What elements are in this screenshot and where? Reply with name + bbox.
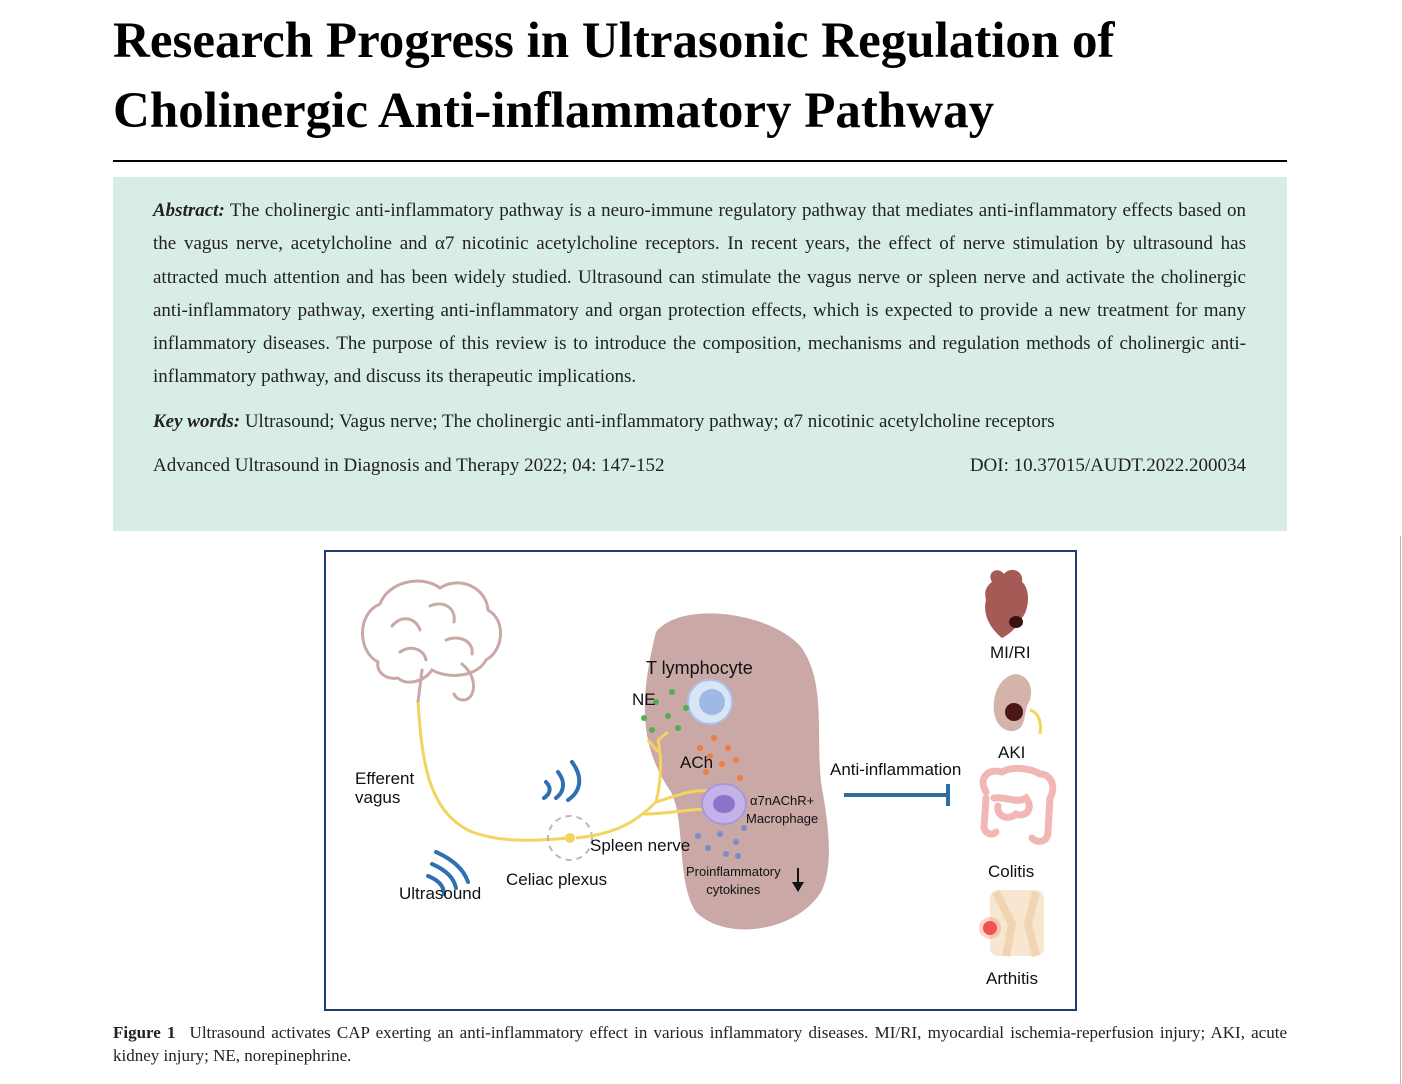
- kidney-icon: [993, 674, 1042, 735]
- ultrasound-wave-icon: [426, 850, 470, 896]
- cytokine-dots: [695, 825, 747, 859]
- macrophage-label: α7nAChR+ Macrophage: [746, 792, 818, 828]
- keywords-text: Ultrasound; Vagus nerve; The cholinergic…: [240, 410, 1055, 432]
- paper-title: Research Progress in Ultrasonic Regulati…: [113, 13, 1115, 139]
- mi-ri-label: MI/RI: [990, 643, 1031, 662]
- ne-dots: [641, 689, 689, 733]
- celiac-plexus-ganglion: [547, 815, 593, 861]
- arthritis-label: Arthitis: [986, 969, 1038, 988]
- t-lymphocyte-nucleus: [699, 689, 725, 715]
- intestine-icon: [979, 764, 1057, 845]
- ach-dots: [697, 735, 743, 781]
- ganglion-core: [565, 833, 575, 843]
- journal-citation: Advanced Ultrasound in Diagnosis and The…: [153, 454, 665, 476]
- figure-1: Efferent vagus Ultrasound Celiac plexus …: [324, 550, 1077, 1011]
- receptor-label: α7nAChR+: [750, 793, 815, 808]
- caption-text: Ultrasound activates CAP exerting an ant…: [113, 1023, 1287, 1065]
- brain-illustration: [361, 579, 502, 704]
- citation-row: Advanced Ultrasound in Diagnosis and The…: [153, 452, 1246, 480]
- abstract-box: Abstract: The cholinergic anti-inflammat…: [113, 177, 1287, 531]
- efferent-vagus-nerve: [416, 701, 571, 842]
- proinflammatory-text: Proinflammatory: [686, 864, 781, 879]
- inhibition-arrow: [844, 784, 950, 806]
- cytokines-label: Proinflammatory cytokines: [686, 863, 781, 899]
- spleen-nerve-label: Spleen nerve: [590, 836, 691, 855]
- keywords: Key words: Ultrasound; Vagus nerve; The …: [153, 405, 1246, 438]
- abstract-label: Abstract:: [153, 200, 225, 221]
- abstract-text: The cholinergic anti-inflammatory pathwa…: [153, 200, 1246, 388]
- celiac-plexus-label: Celiac plexus: [506, 870, 608, 889]
- title-rule: [113, 160, 1287, 162]
- ne-label: NE: [632, 690, 656, 709]
- ultrasound-label: Ultrasound: [399, 884, 482, 903]
- abstract: Abstract: The cholinergic anti-inflammat…: [153, 194, 1246, 394]
- aki-label: AKI: [998, 743, 1026, 762]
- macrophage-nucleus: [713, 795, 735, 813]
- ach-label: ACh: [680, 753, 714, 772]
- cytokines-text: cytokines: [706, 882, 761, 897]
- vagus-label: vagus: [355, 788, 401, 807]
- page-edge-line: [1400, 536, 1401, 1084]
- efferent-label: Efferent: [355, 769, 415, 788]
- ultrasound-wave-icon: [542, 760, 582, 802]
- t-lymphocyte-label: T lymphocyte: [646, 658, 753, 678]
- figure-illustration: [361, 569, 1057, 957]
- caption-number: Figure 1: [113, 1023, 176, 1042]
- colitis-label: Colitis: [988, 862, 1035, 881]
- anti-inflammation-label: Anti-inflammation: [830, 760, 962, 779]
- decrease-arrow-icon: [792, 868, 804, 892]
- keywords-label: Key words:: [153, 410, 241, 432]
- doi: DOI: 10.37015/AUDT.2022.200034: [969, 454, 1246, 476]
- macrophage-text: Macrophage: [746, 811, 819, 826]
- knee-joint-icon: [979, 890, 1044, 957]
- heart-icon: [985, 569, 1028, 638]
